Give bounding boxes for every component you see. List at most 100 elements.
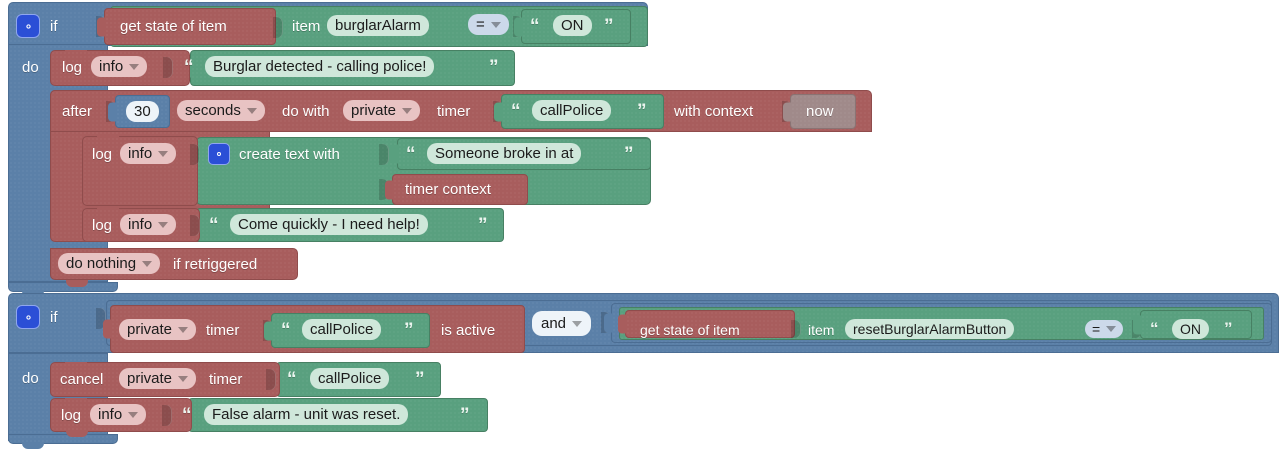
rule2-compare-value-field[interactable]: ON (1172, 319, 1209, 339)
log-b-message-field[interactable]: Come quickly - I need help! (230, 214, 428, 235)
log1-level-value: info (99, 58, 124, 75)
chevron-down-icon (572, 320, 583, 327)
get-state-of-item-block[interactable] (97, 8, 276, 45)
cancel-timer-label: timer (209, 371, 243, 388)
chevron-down-icon (129, 63, 140, 70)
after-timer-name-field[interactable]: callPolice (532, 100, 612, 121)
value-plug-icon (264, 321, 273, 340)
item-socket (273, 17, 283, 38)
retrigger-suffix-label: if retriggered (173, 256, 258, 273)
log1-message-field[interactable]: Burglar detected - calling police! (205, 56, 435, 77)
cancel-label: cancel (60, 371, 104, 388)
statement-notch-icon (65, 362, 87, 368)
quote-close-icon: ” (604, 16, 613, 37)
cancel-timer-name-field[interactable]: callPolice (310, 368, 390, 389)
operator-value: = (476, 16, 485, 33)
compare-value-field[interactable]: ON (553, 15, 592, 36)
after-duration-field[interactable]: 30 (126, 101, 159, 122)
retrigger-action-value: do nothing (66, 255, 137, 272)
quote-open-icon: “ (406, 144, 415, 165)
rule2-timer-name-field[interactable]: callPolice (302, 319, 382, 340)
gear-icon[interactable] (16, 14, 40, 38)
chevron-down-icon (490, 21, 501, 28)
retrigger-action-dropdown[interactable]: do nothing (58, 253, 161, 274)
rule2-condition-socket (96, 308, 106, 329)
rule2-log-level-value: info (98, 406, 123, 423)
log-a-label: log (92, 146, 113, 163)
quote-open-icon: “ (1150, 319, 1158, 338)
log-a-level-dropdown[interactable]: info (120, 143, 177, 164)
rule2-log-level-dropdown[interactable]: info (90, 404, 147, 425)
value-plug-icon (1133, 315, 1142, 334)
quote-close-icon: ” (489, 57, 498, 78)
rule1-do-label: do (22, 59, 39, 76)
rule2-operator-dropdown[interactable]: = (1085, 320, 1124, 338)
with-context-label: with context (674, 103, 754, 120)
log1-level-dropdown[interactable]: info (91, 56, 148, 77)
context-now-block[interactable] (783, 94, 856, 129)
after-scope-value: private (351, 102, 397, 119)
after-unit-value: seconds (185, 102, 241, 119)
create-text-part1-socket (379, 144, 389, 165)
quote-close-icon: ” (415, 369, 424, 390)
statement-notch-icon (97, 136, 119, 142)
create-text-part1-field[interactable]: Someone broke in at (427, 143, 582, 164)
after-block-bottom-tab (66, 280, 88, 287)
rule2-do-label: do (22, 370, 39, 387)
rule2-get-state-block[interactable] (618, 310, 795, 338)
chevron-down-icon (158, 150, 169, 157)
rule-block-2-bottom-tab (22, 442, 44, 449)
value-plug-icon (97, 17, 106, 36)
quote-open-icon: “ (530, 16, 539, 37)
operator-dropdown[interactable]: = (468, 14, 509, 35)
chevron-down-icon (128, 411, 139, 418)
value-plug-icon (783, 102, 792, 121)
gear-icon[interactable] (16, 305, 40, 329)
chevron-down-icon (402, 107, 413, 114)
after-scope-dropdown[interactable]: private (343, 100, 421, 121)
item-value-field[interactable]: burglarAlarm (327, 15, 429, 36)
after-timer-label: timer (437, 103, 471, 120)
after-label: after (62, 103, 93, 120)
gear-icon[interactable] (208, 143, 230, 165)
log-a-message-socket (190, 144, 200, 165)
quote-close-icon: ” (1224, 319, 1232, 338)
log-a-level-value: info (128, 145, 153, 162)
value-plug-icon (604, 313, 613, 333)
rule2-scope-dropdown[interactable]: private (119, 319, 197, 340)
chevron-down-icon (178, 326, 189, 333)
value-plug-icon (108, 102, 117, 121)
rule2-log-message-field[interactable]: False alarm - unit was reset. (204, 404, 409, 425)
quote-open-icon: “ (281, 320, 290, 341)
rule-block-2-foot[interactable] (8, 434, 118, 444)
quote-open-icon: “ (182, 405, 191, 426)
after-unit-dropdown[interactable]: seconds (177, 100, 265, 121)
create-text-header: create text with (208, 143, 340, 165)
quote-close-icon: ” (460, 405, 469, 426)
rule2-item-value-field[interactable]: resetBurglarAlarmButton (845, 319, 1015, 339)
chevron-down-icon (142, 260, 153, 267)
value-plug-icon (103, 319, 112, 339)
log-b-label: log (92, 217, 113, 234)
rule2-log-bottom-tab (66, 430, 88, 437)
rule2-and-dropdown[interactable]: and (532, 311, 592, 336)
log1-label: log (62, 59, 83, 76)
rule2-scope-value: private (127, 321, 173, 338)
quote-open-icon: “ (209, 215, 218, 236)
value-plug-icon (385, 180, 394, 199)
rule-block-1-foot[interactable] (8, 282, 118, 292)
value-plug-icon (390, 144, 399, 164)
timer-context-block[interactable] (385, 174, 528, 205)
log-b-level-dropdown[interactable]: info (120, 214, 177, 235)
chevron-down-icon (178, 375, 189, 382)
quote-open-icon: “ (287, 369, 296, 390)
cancel-scope-dropdown[interactable]: private (119, 368, 197, 389)
quote-open-icon: “ (184, 57, 193, 78)
chevron-down-icon (246, 107, 257, 114)
rule2-item-socket (791, 320, 801, 338)
quote-close-icon: ” (624, 144, 633, 165)
rule1-header: if (16, 14, 58, 38)
rule2-log-label: log (61, 407, 82, 424)
quote-open-icon: “ (511, 101, 520, 122)
